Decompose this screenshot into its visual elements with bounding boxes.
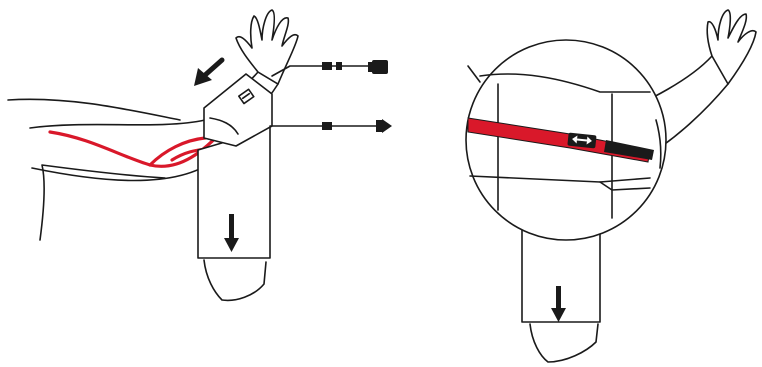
hose-connector-icon xyxy=(272,60,388,76)
torso-outline xyxy=(8,99,180,120)
upper-arm-top xyxy=(30,120,205,128)
trouser-cuff xyxy=(204,260,266,300)
direction-arrow-icon xyxy=(194,60,222,86)
right-torso xyxy=(468,66,480,82)
left-panel-cuff-wrap xyxy=(8,10,392,300)
right-trouser-cuff xyxy=(530,324,598,362)
upper-arm-bottom xyxy=(32,160,215,181)
tube-connector-icon xyxy=(270,119,392,133)
hand-right xyxy=(707,10,756,84)
right-panel-cuff-index xyxy=(466,10,756,362)
hand-left xyxy=(236,10,298,84)
torso-lower-outline xyxy=(40,165,165,240)
